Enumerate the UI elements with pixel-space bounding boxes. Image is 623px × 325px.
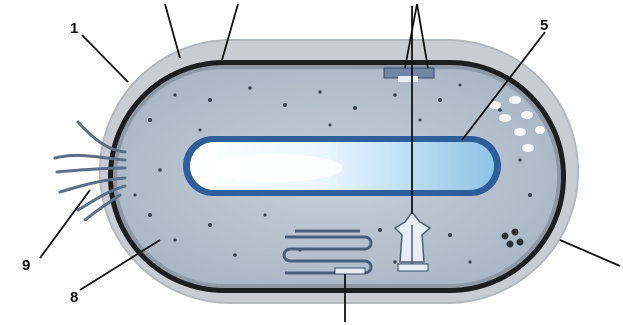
- nucleoid-core: [207, 154, 343, 182]
- label-9: 9: [22, 257, 30, 274]
- membrane-structure-top-inner: [398, 76, 418, 82]
- label-1: 1: [70, 20, 78, 37]
- mesosome-base: [335, 268, 365, 274]
- label-8: 8: [70, 289, 78, 306]
- label-5: 5: [540, 17, 548, 34]
